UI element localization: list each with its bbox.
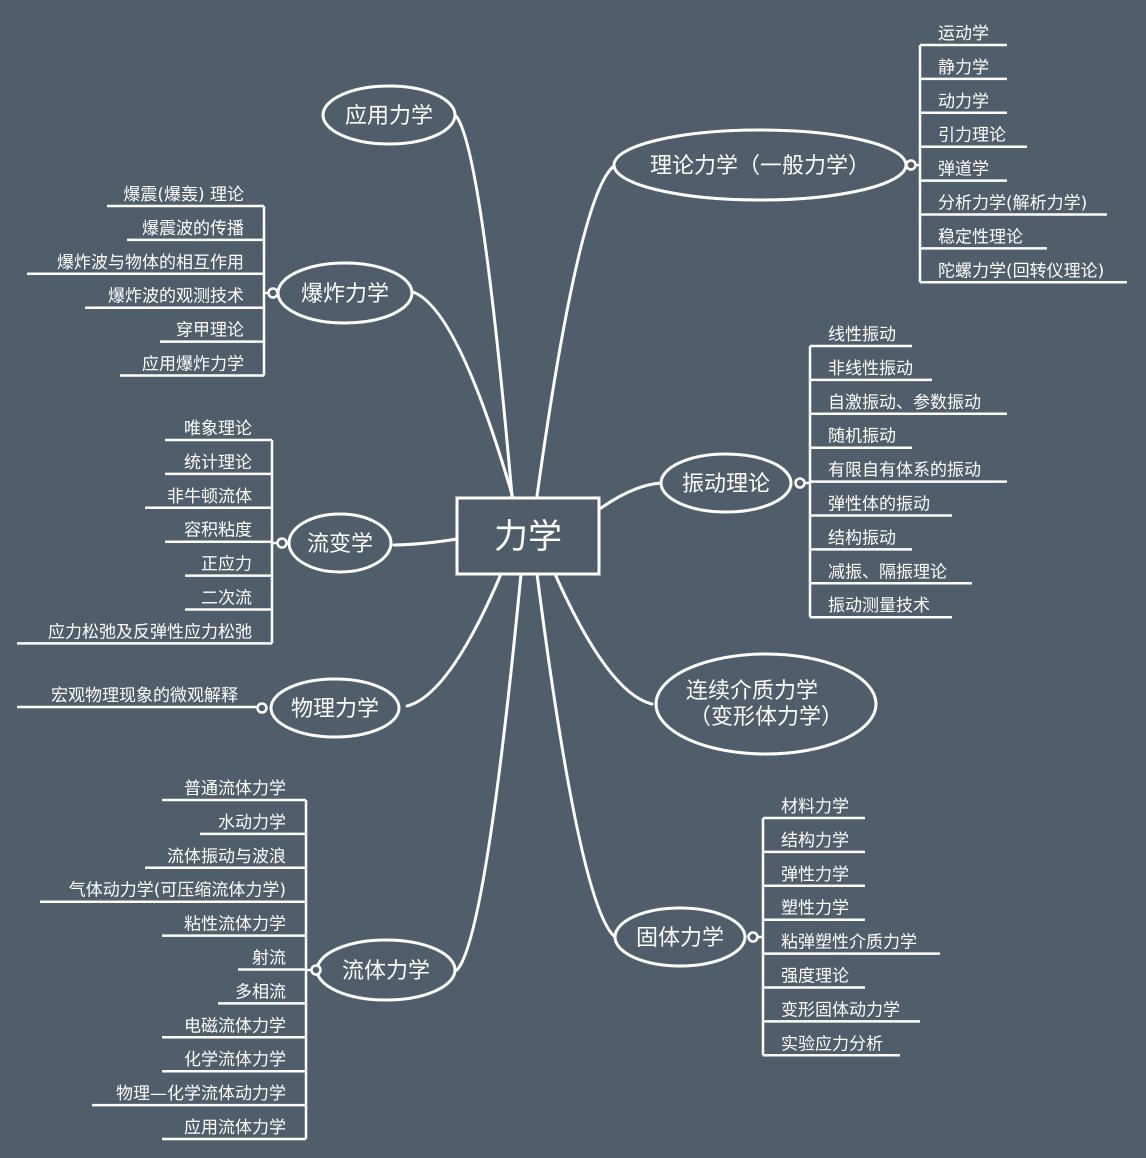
leaf-label: 粘性流体力学 — [184, 915, 286, 935]
leaf-label: 普通流体力学 — [184, 779, 286, 799]
branch-connector-theoretical — [535, 164, 616, 498]
leaf-label: 电磁流体力学 — [184, 1016, 286, 1036]
branch-connector-fluid — [455, 572, 523, 972]
leaf-label: 结构振动 — [828, 528, 896, 548]
leaf-label: 随机振动 — [828, 427, 896, 447]
collapse-toggle-rheology[interactable] — [276, 537, 288, 549]
branch-node-vibration — [659, 452, 793, 514]
collapse-toggle-physical[interactable] — [256, 702, 268, 714]
branch-label-applied: 应用力学 — [345, 104, 433, 129]
branch-label-vibration: 振动理论 — [682, 472, 770, 497]
leaf-label: 物理—化学流体动力学 — [116, 1084, 286, 1104]
leaf-label: 粘弹塑性介质力学 — [781, 933, 917, 953]
leaf-label: 宏观物理现象的微观解释 — [51, 686, 238, 706]
central-node-box — [455, 496, 601, 576]
leaf-label: 塑性力学 — [781, 899, 849, 919]
branch-label-solid: 固体力学 — [636, 926, 724, 951]
leaf-label: 穿甲理论 — [176, 321, 244, 341]
leaf-label: 振动测量技术 — [828, 596, 930, 616]
leaf-label: 爆炸波与物体的相互作用 — [57, 253, 244, 273]
leaf-label: 正应力 — [201, 555, 252, 575]
branch-connector-rheology — [392, 537, 459, 547]
leaf-label: 实验应力分析 — [781, 1034, 883, 1054]
collapse-toggle-vibration[interactable] — [794, 477, 806, 489]
leaf-label: 统计理论 — [184, 453, 252, 473]
branch-node-continuum — [654, 652, 878, 756]
leaf-label: 爆震(爆轰) 理论 — [123, 185, 244, 205]
leaf-label: 动力学 — [938, 92, 989, 112]
leaf-label: 引力理论 — [938, 126, 1006, 146]
leaf-label: 应用流体力学 — [184, 1118, 286, 1138]
leaf-label: 非牛顿流体 — [167, 487, 252, 507]
leaf-label: 射流 — [252, 949, 286, 969]
branch-connector-explosion — [411, 290, 515, 500]
leaf-label: 弹道学 — [938, 160, 989, 180]
leaf-label: 非线性振动 — [828, 359, 913, 379]
leaf-label: 自激振动、参数振动 — [828, 393, 981, 413]
leaf-label: 水动力学 — [218, 813, 286, 833]
leaf-label: 材料力学 — [781, 797, 849, 817]
leaf-label: 二次流 — [201, 589, 252, 609]
collapse-toggle-fluid[interactable] — [310, 964, 322, 976]
collapse-toggle-theoretical[interactable] — [905, 159, 917, 171]
leaf-label: 爆震波的传播 — [142, 219, 244, 239]
leaf-label: 多相流 — [235, 982, 286, 1002]
leaf-label: 强度理论 — [781, 967, 849, 987]
branch-label-physical: 物理力学 — [291, 697, 379, 722]
leaf-label: 应力松弛及反弹性应力松弛 — [48, 622, 252, 642]
leaf-label: 应用爆炸力学 — [142, 355, 244, 375]
branch-label-rheology: 流变学 — [307, 532, 373, 557]
branch-label-theoretical: 理论力学（一般力学） — [650, 154, 870, 179]
branch-label-explosion: 爆炸力学 — [301, 282, 389, 307]
branch-connector-vibration — [599, 481, 663, 510]
collapse-toggle-solid[interactable] — [747, 931, 759, 943]
collapse-toggle-explosion[interactable] — [267, 287, 279, 299]
leaf-label: 弹性体的振动 — [828, 495, 930, 515]
leaf-label: 流体振动与波浪 — [167, 847, 286, 867]
leaf-label: 化学流体力学 — [184, 1050, 286, 1070]
leaf-label: 变形固体动力学 — [781, 1000, 900, 1020]
branch-connector-solid — [535, 572, 617, 939]
connector-layer — [17, 43, 1127, 1141]
leaf-label: 容积粘度 — [184, 521, 252, 541]
leaf-label: 稳定性理论 — [938, 227, 1023, 247]
central-node-label: 力学 — [494, 517, 562, 557]
leaf-label: 有限自有体系的振动 — [828, 461, 981, 481]
branch-label-line2-continuum: （变形体力学） — [689, 705, 843, 730]
leaf-label: 结构力学 — [781, 831, 849, 851]
leaf-label: 分析力学(解析力学) — [938, 194, 1087, 214]
branch-connector-continuum — [553, 572, 654, 706]
leaf-label: 气体动力学(可压缩流体力学) — [69, 881, 286, 901]
leaf-label: 陀螺力学(回转仪理论) — [938, 261, 1104, 281]
leaf-label: 唯象理论 — [184, 419, 252, 439]
branch-node-applied — [321, 84, 457, 146]
branch-node-rheology — [287, 512, 393, 574]
leaf-label: 爆炸波的观测技术 — [108, 287, 244, 307]
branch-label-continuum: 连续介质力学 — [686, 679, 818, 704]
leaf-label: 减振、隔振理论 — [828, 562, 947, 582]
leaf-label: 静力学 — [938, 58, 989, 78]
leaf-label: 运动学 — [938, 24, 989, 44]
branch-label-fluid: 流体力学 — [342, 959, 430, 984]
branch-node-physical — [269, 677, 401, 739]
branch-connector-applied — [454, 114, 514, 498]
branch-node-solid — [613, 906, 747, 968]
branch-connector-physical — [405, 572, 503, 708]
leaf-label: 弹性力学 — [781, 865, 849, 885]
leaf-label: 线性振动 — [828, 325, 896, 345]
